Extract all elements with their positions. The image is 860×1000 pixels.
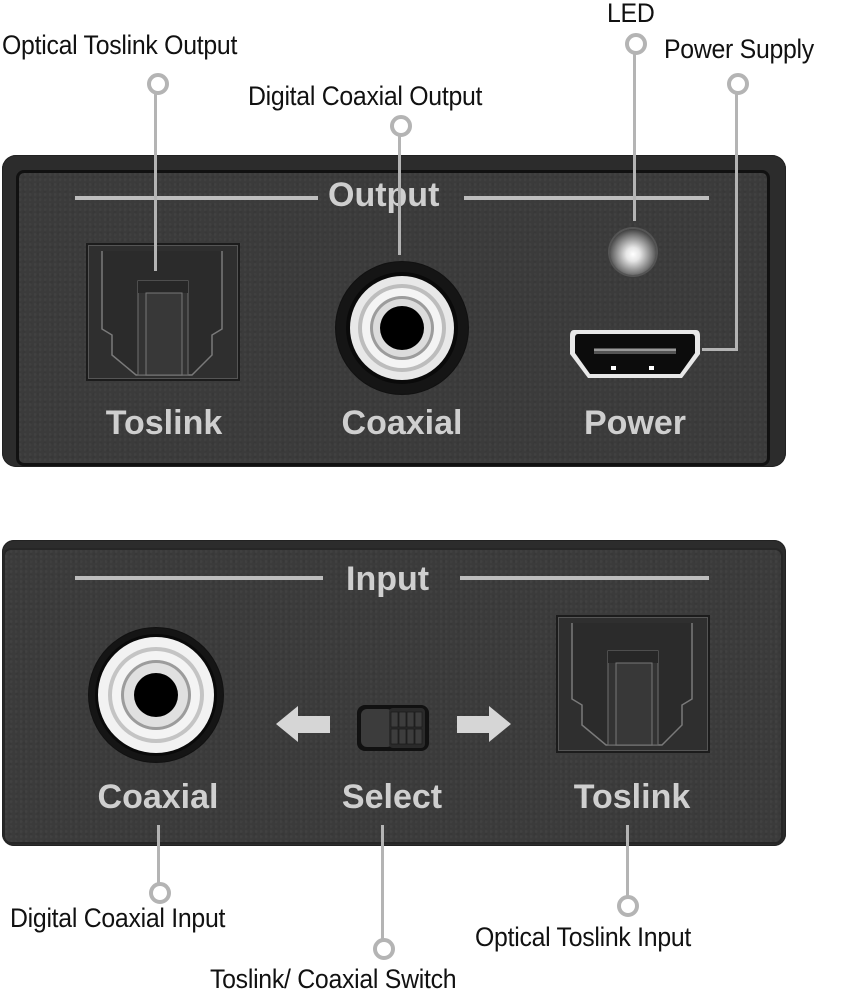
toslink-input-port[interactable] <box>556 615 710 753</box>
callout-line <box>398 135 401 255</box>
output-rule-right <box>464 196 709 200</box>
callout-dot <box>373 938 395 960</box>
input-rule-left <box>75 576 323 580</box>
output-power-label: Power <box>583 404 687 442</box>
input-panel-title: Input <box>346 560 430 598</box>
callout-power-supply: Power Supply <box>664 34 814 64</box>
callout-line <box>633 53 636 221</box>
output-panel-title: Output <box>328 176 440 214</box>
callout-line <box>381 825 384 943</box>
output-rule-left <box>75 196 318 200</box>
callout-line <box>702 348 738 351</box>
callout-dot <box>147 73 169 95</box>
arrow-right-icon <box>455 706 511 747</box>
toslink-output-port[interactable] <box>86 243 240 381</box>
coaxial-output-port[interactable] <box>335 261 469 395</box>
callout-dot <box>617 895 639 917</box>
optical-port-icon <box>101 251 223 376</box>
power-port[interactable] <box>570 328 700 380</box>
power-port-icon <box>570 330 700 378</box>
input-rule-right <box>460 576 709 580</box>
input-toslink-label: Toslink <box>573 778 691 816</box>
callout-toslink-coaxial-switch: Toslink/ Coaxial Switch <box>210 964 457 994</box>
callout-dot <box>390 115 412 137</box>
input-coaxial-label: Coaxial <box>97 778 219 816</box>
callout-digital-coaxial-output: Digital Coaxial Output <box>248 81 483 111</box>
callout-optical-toslink-output: Optical Toslink Output <box>2 30 238 60</box>
callout-line <box>154 93 157 271</box>
callout-line <box>735 93 738 351</box>
output-toslink-label: Toslink <box>105 404 223 442</box>
callout-dot <box>149 882 171 904</box>
callout-line <box>157 825 160 887</box>
callout-line <box>626 825 629 900</box>
coaxial-input-port[interactable] <box>88 627 224 763</box>
arrow-left-icon <box>276 706 332 747</box>
callout-digital-coaxial-input: Digital Coaxial Input <box>10 903 226 933</box>
output-coaxial-label: Coaxial <box>341 404 463 442</box>
led-indicator <box>610 229 656 275</box>
callout-led: LED <box>607 0 655 28</box>
callout-dot <box>727 73 749 95</box>
toslink-coaxial-switch[interactable] <box>357 705 429 751</box>
input-select-label: Select <box>341 778 443 816</box>
optical-port-icon <box>571 623 693 746</box>
callout-dot <box>625 33 647 55</box>
rca-jack-icon <box>89 628 223 762</box>
callout-optical-toslink-input: Optical Toslink Input <box>475 922 692 952</box>
rca-jack-icon <box>336 262 468 394</box>
